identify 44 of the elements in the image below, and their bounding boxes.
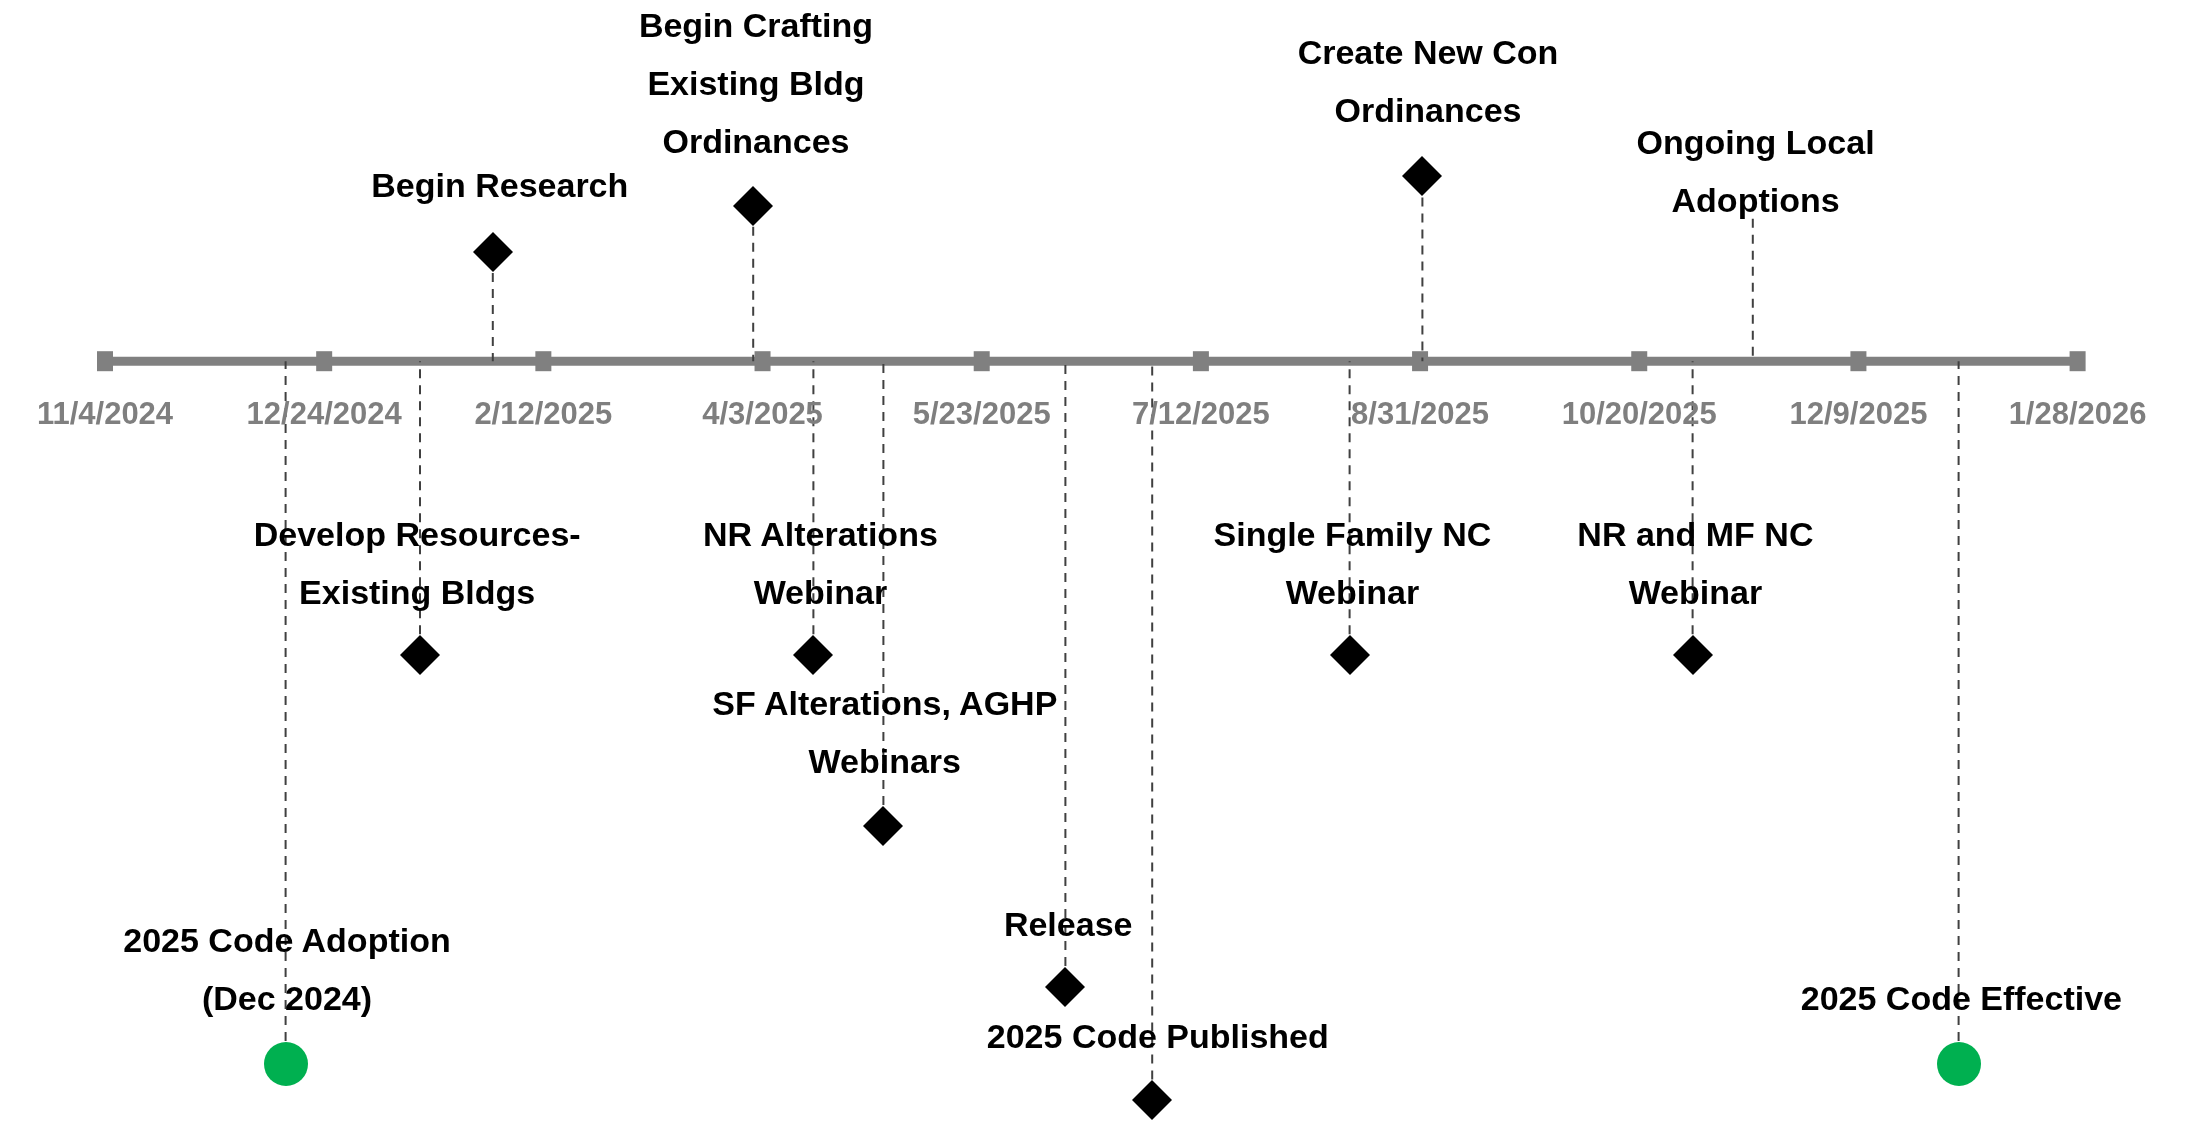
milestone-circle [262, 1041, 309, 1087]
milestone-label: Develop Resources-Existing Bldgs [252, 513, 582, 613]
milestone-label: Ongoing Local Adoptions [1635, 121, 1876, 221]
date-tick-label: 8/31/2025 [1351, 395, 1489, 434]
milestone-label: NR and MF NC Webinar [1576, 513, 1815, 613]
drop-line [812, 360, 815, 636]
milestone-diamond [792, 634, 835, 677]
drop-line [491, 272, 494, 363]
milestone-diamond [1671, 634, 1714, 677]
drop-line [1348, 360, 1351, 636]
milestone-diamond [862, 805, 905, 847]
milestone-diamond [1131, 1079, 1174, 1122]
milestone-label: 2025 Code Adoption (Dec 2024) [122, 919, 452, 1019]
milestone-label: Single Family NC Webinar [1212, 513, 1493, 613]
date-tick-label: 5/23/2025 [912, 395, 1051, 434]
drop-line [1957, 360, 1960, 1042]
date-tick-label: 1/28/2026 [2008, 395, 2147, 434]
drop-line [419, 360, 421, 636]
milestone-label: Release [1002, 904, 1134, 945]
date-tick-label: 7/12/2025 [1131, 395, 1270, 434]
milestone-diamond [732, 184, 775, 227]
date-tick-label: 11/4/2024 [36, 395, 174, 434]
milestone-label: Create New Con Ordinances [1296, 32, 1560, 132]
milestone-label: 2025 Code Effective [1799, 978, 2123, 1020]
date-tick-label: 2/12/2025 [474, 395, 613, 434]
date-tick-label: 12/9/2025 [1789, 395, 1928, 434]
milestone-diamond [471, 231, 514, 273]
milestone-diamond [1401, 155, 1444, 198]
milestone-label: Begin Research [370, 164, 630, 206]
milestone-diamond [399, 634, 441, 677]
date-tick-label: 4/3/2025 [702, 395, 823, 434]
drop-line [752, 225, 755, 363]
milestone-label: SF Alterations, AGHP Webinars [711, 683, 1059, 783]
date-tick-label: 10/20/2025 [1561, 395, 1717, 434]
drop-line [1691, 360, 1694, 636]
milestone-diamond [1044, 966, 1087, 1008]
drop-line [284, 360, 287, 1042]
milestone-label: 2025 Code Published [985, 1016, 1330, 1057]
drop-line [1421, 196, 1424, 363]
date-tick-label: 12/24/2024 [246, 395, 402, 434]
milestone-circle [1935, 1041, 1982, 1087]
milestone-label: Begin Crafting Existing Bldg Ordinances [637, 4, 875, 162]
milestone-diamond [1328, 634, 1371, 677]
milestone-label: NR Alterations Webinar [701, 513, 939, 613]
